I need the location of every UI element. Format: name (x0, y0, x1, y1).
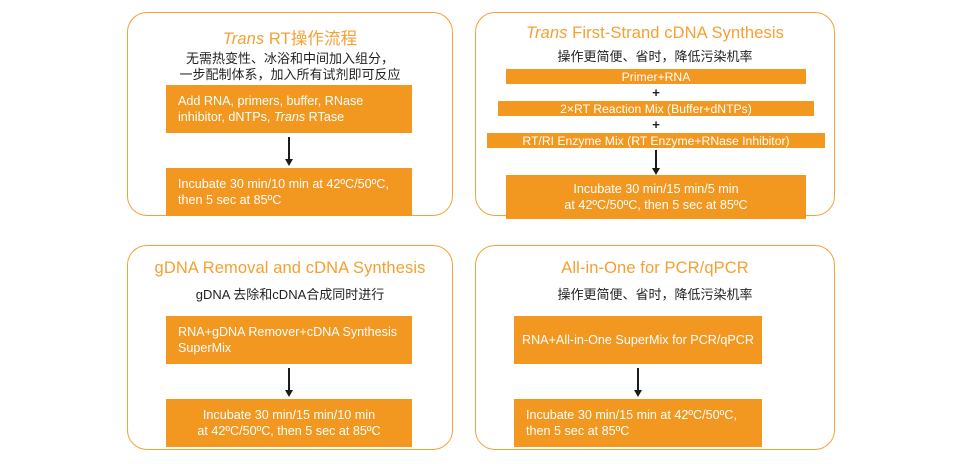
panel-rt-workflow-title-rest: RT操作流程 (264, 30, 358, 48)
step-box-rt-incubate-text: Incubate 30 min/10 min at 42ºC/50ºC, the… (178, 177, 389, 207)
step-box-gdna-supermix-text: RNA+gDNA Remover+cDNA Synthesis SuperMix (178, 325, 398, 355)
step-box-gdna-incubate-text: Incubate 30 min/15 min/10 min at 42ºC/50… (197, 408, 381, 438)
panel-all-in-one-title-rest: All-in-One for PCR/qPCR (561, 259, 749, 277)
panel-first-strand-title: Trans First-Strand cDNA Synthesis (476, 24, 834, 43)
step-box-rt-add-reagents-italic: Trans (273, 110, 306, 124)
reagent-box-primer-rna-text: Primer+RNA (621, 69, 691, 84)
panel-all-in-one-title: All-in-One for PCR/qPCR (476, 259, 834, 278)
panel-all-in-one-subtitle: 操作更简便、省时，降低污染机率 (557, 287, 753, 302)
step-box-rt-add-reagents-pre: Add RNA, primers, buffer, RNase inhibito… (178, 94, 364, 124)
step-box-rt-add-reagents-post: RTase (305, 110, 345, 124)
arrow-rt-step1-to-step2 (285, 137, 293, 166)
arrow-first-strand-to-incubate (652, 150, 660, 175)
plus-sign-2: + (652, 117, 660, 132)
step-box-all-in-one-incubate: Incubate 30 min/15 min at 42ºC/50ºC, the… (514, 399, 762, 447)
panel-gdna-removal: gDNA Removal and cDNA Synthesis gDNA 去除和… (127, 245, 453, 450)
reagent-box-rt-ri-enzyme-mix-text: RT/RI Enzyme Mix (RT Enzyme+RNase Inhibi… (522, 133, 790, 148)
reagent-box-rt-reaction-mix: 2×RT Reaction Mix (Buffer+dNTPs) (498, 101, 814, 116)
panel-first-strand-subtitle: 操作更简便、省时，降低污染机率 (557, 49, 753, 64)
step-box-all-in-one-supermix-text: RNA+All-in-One SuperMix for PCR/qPCR (521, 333, 754, 347)
panel-all-in-one: All-in-One for PCR/qPCR 操作更简便、省时，降低污染机率 … (475, 245, 835, 450)
step-box-rt-add-reagents-text: Add RNA, primers, buffer, RNase inhibito… (166, 93, 412, 125)
panel-rt-workflow-title: Trans RT操作流程 (128, 25, 452, 49)
arrow-gdna-step1-to-step2 (285, 368, 293, 397)
step-box-rt-incubate: Incubate 30 min/10 min at 42ºC/50ºC, the… (166, 168, 412, 216)
step-box-rt-add-reagents: Add RNA, primers, buffer, RNase inhibito… (166, 85, 412, 133)
panel-gdna-removal-subtitle: gDNA 去除和cDNA合成同时进行 (195, 287, 385, 302)
panel-gdna-removal-title: gDNA Removal and cDNA Synthesis (128, 259, 452, 278)
step-box-gdna-incubate: Incubate 30 min/15 min/10 min at 42ºC/50… (166, 399, 412, 447)
step-box-first-strand-incubate: Incubate 30 min/15 min/5 min at 42ºC/50º… (506, 175, 806, 219)
step-box-all-in-one-supermix: RNA+All-in-One SuperMix for PCR/qPCR (514, 316, 762, 364)
plus-sign-1: + (652, 85, 660, 100)
reagent-box-rt-ri-enzyme-mix: RT/RI Enzyme Mix (RT Enzyme+RNase Inhibi… (487, 133, 825, 148)
step-box-gdna-supermix: RNA+gDNA Remover+cDNA Synthesis SuperMix (166, 316, 412, 364)
panel-rt-workflow: Trans RT操作流程 无需热变性、冰浴和中间加入组分， 一步配制体系，加入所… (127, 12, 453, 216)
step-box-all-in-one-incubate-text: Incubate 30 min/15 min at 42ºC/50ºC, the… (526, 408, 737, 438)
panel-gdna-removal-title-rest: gDNA Removal and cDNA Synthesis (154, 259, 426, 277)
panel-first-strand: Trans First-Strand cDNA Synthesis 操作更简便、… (475, 12, 835, 219)
reagent-box-rt-reaction-mix-text: 2×RT Reaction Mix (Buffer+dNTPs) (560, 101, 752, 116)
panel-first-strand-title-rest: First-Strand cDNA Synthesis (567, 24, 784, 42)
panel-rt-workflow-title-italic: Trans (222, 30, 265, 48)
reagent-box-primer-rna: Primer+RNA (506, 69, 806, 84)
step-box-first-strand-incubate-text: Incubate 30 min/15 min/5 min at 42ºC/50º… (564, 182, 748, 212)
arrow-all-in-one-step1-to-step2 (634, 368, 642, 397)
panel-first-strand-title-italic: Trans (526, 24, 568, 42)
panel-rt-workflow-subtitle: 无需热变性、冰浴和中间加入组分， 一步配制体系，加入所有试剂即可反应 (179, 51, 401, 82)
